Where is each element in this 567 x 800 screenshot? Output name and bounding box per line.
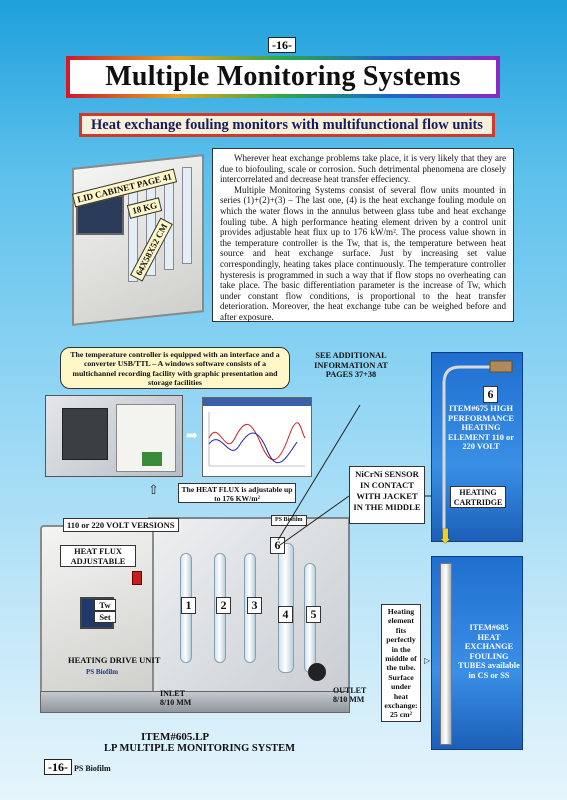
line-see-info	[277, 404, 361, 541]
heating-element-icon	[442, 360, 513, 533]
page-title-text: Multiple Monitoring Systems	[105, 61, 461, 92]
page-title: Multiple Monitoring Systems	[66, 56, 500, 98]
arrow-right-icon: ➡	[186, 429, 198, 444]
software-screenshot	[202, 397, 312, 477]
cabinet-photo: LID CABINET PAGE 41 18 KG 64X58X52 CM	[68, 145, 208, 327]
voltage-versions-label: 110 or 220 VOLT VERSIONS	[63, 518, 179, 532]
arrow-down-icon: ⬇	[437, 526, 454, 548]
page-number-top: -16-	[268, 37, 296, 53]
intro-paragraph-1: Wherever heat exchange problems take pla…	[220, 153, 506, 185]
system-name: LP MULTIPLE MONITORING SYSTEM	[104, 743, 296, 754]
recording-graph-icon	[208, 412, 306, 467]
base-rail	[40, 691, 350, 713]
ps-brand-logo: PS Biofilm	[86, 668, 119, 676]
system-item-number: ITEM#605.LP	[141, 731, 210, 743]
heating-element-item: ITEM#675 HIGH PERFORMANCE HEATING ELEMEN…	[447, 404, 515, 452]
pointer-right-icon: ▷	[424, 656, 431, 665]
fouling-tube-note: Heating element fits perfectly in the mi…	[381, 604, 421, 722]
inlet-label: INLET 8/10 MM	[160, 689, 192, 707]
heat-flux-note: The HEAT FLUX is adjustable up to 176 KW…	[178, 483, 296, 503]
controller-photo	[45, 395, 183, 477]
power-switch	[132, 571, 142, 585]
fouling-tube-icon	[440, 563, 452, 745]
controller-tw-label: Tw	[94, 599, 116, 611]
line-sensor	[279, 495, 350, 546]
heating-element-number: 6	[483, 386, 498, 403]
flow-unit-number-1: 1	[181, 597, 196, 614]
page-number-bottom: -16-	[44, 759, 72, 775]
outlet-label: OUTLET 8/10 MM	[333, 686, 367, 704]
flow-unit-number-5: 5	[306, 606, 321, 623]
heating-element-panel	[431, 352, 523, 542]
heat-flux-adjustable-label: HEAT FLUX ADJUSTABLE	[60, 545, 136, 567]
circuit-board	[142, 452, 162, 466]
window-titlebar	[203, 398, 311, 406]
intro-paragraph-2: Multiple Monitoring Systems consist of s…	[220, 184, 506, 322]
page-subtitle: Heat exchange fouling monitors with mult…	[79, 113, 495, 137]
intro-text: Wherever heat exchange problems take pla…	[212, 148, 514, 322]
fouling-tube-item: ITEM#685 HEAT EXCHANGE FOULING TUBES ava…	[458, 623, 520, 680]
see-additional-info: SEE ADDITIONAL INFORMATION AT PAGES 37+3…	[314, 351, 388, 379]
heating-cartridge-label: HEATING CARTRIDGE	[450, 486, 506, 508]
transformer	[62, 408, 108, 460]
heating-drive-unit-label: HEATING DRIVE UNIT	[68, 655, 161, 665]
flow-unit-number-4: 4	[278, 606, 293, 623]
controller-set-label: Set	[94, 611, 116, 623]
cabinet-tube-4	[182, 167, 192, 264]
footer-brand: PS Biofilm	[74, 764, 111, 773]
flow-knob	[308, 663, 326, 681]
arrow-up-icon: ⇧	[148, 482, 159, 497]
flow-unit-number-3: 3	[247, 597, 262, 614]
fouling-tube-panel	[431, 556, 523, 750]
sensor-label: NiCrNi SENSOR IN CONTACT WITH JACKET IN …	[349, 466, 425, 524]
sensor-marker-6: 6	[270, 537, 285, 554]
flow-unit-number-2: 2	[216, 597, 231, 614]
controller-note: The temperature controller is equipped w…	[60, 347, 290, 389]
ps-brand-tag: PS Biofilm	[271, 515, 307, 526]
